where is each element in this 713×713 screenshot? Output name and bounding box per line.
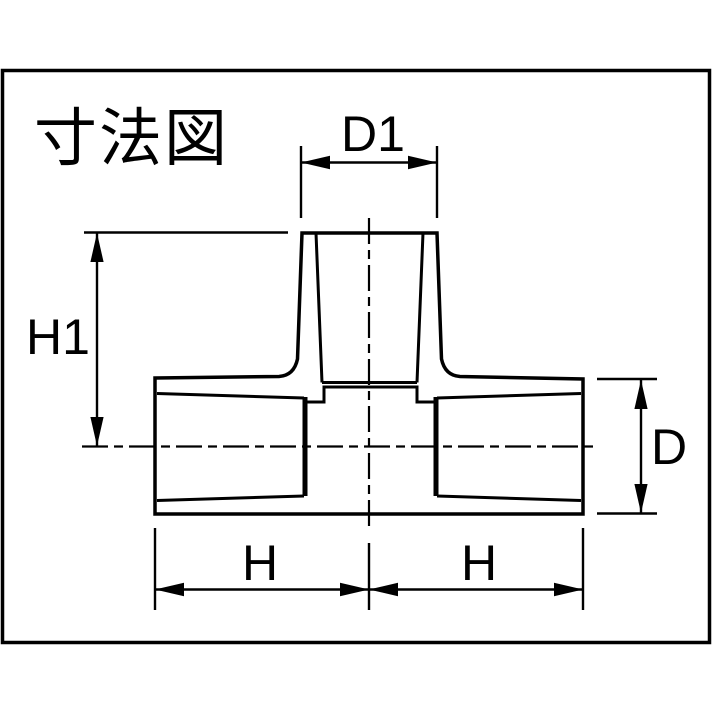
dim-h: H H (153, 528, 585, 610)
dim-h-arrow-right-end (554, 582, 583, 597)
drawing-border (0, 68, 712, 645)
dim-d: D (597, 377, 687, 515)
dim-d1-arrow-left (301, 155, 330, 170)
dim-d1-arrow-right (408, 155, 437, 170)
label-d: D (651, 419, 687, 475)
dim-h-extension-lines (153, 528, 585, 610)
dim-h-arrow-center-left (340, 582, 369, 597)
dim-d-extension-lines (597, 377, 657, 515)
dim-d1: D1 (299, 106, 439, 218)
dim-d-arrow-top (634, 380, 648, 409)
right-socket-lines (436, 392, 582, 502)
dim-h1: H1 (26, 231, 288, 446)
left-socket-lines (156, 392, 305, 502)
branch-socket-lines (305, 232, 436, 404)
dim-h-arrow-center-right (369, 582, 398, 597)
dim-h1-arrow-bottom (90, 417, 104, 446)
label-d1: D1 (341, 106, 405, 162)
dim-h-arrow-left-end (155, 582, 184, 597)
label-h-left: H (242, 535, 278, 591)
dim-h1-arrow-top (90, 233, 104, 262)
label-h1: H1 (26, 309, 90, 365)
drawing-title: 寸法図 (34, 104, 229, 174)
label-h-right: H (461, 535, 497, 591)
dim-d-arrow-bottom (634, 484, 648, 513)
dim-d1-extension-lines (299, 146, 439, 218)
